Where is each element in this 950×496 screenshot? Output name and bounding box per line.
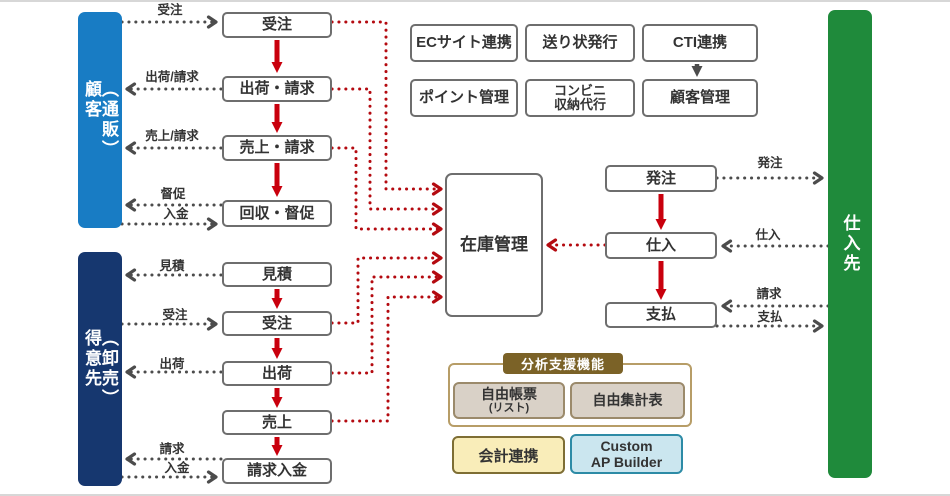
box-purchase-order: 発注 bbox=[605, 165, 717, 192]
box-ec-site-link: ECサイト連携 bbox=[410, 24, 518, 62]
box-inventory-management: 在庫管理 bbox=[445, 173, 543, 317]
mail-order-customer-bar: （通販） 顧客 bbox=[78, 12, 122, 228]
box-shipping: 出荷 bbox=[222, 361, 332, 386]
box-free-report: 自由帳票 (リスト) bbox=[453, 382, 565, 419]
box-purchase: 仕入 bbox=[605, 232, 717, 259]
box-sales-billing: 売上・請求 bbox=[222, 135, 332, 161]
box-order-received-oroshi: 受注 bbox=[222, 311, 332, 336]
edge-label-estimate: 見積 bbox=[159, 259, 185, 273]
top-rule bbox=[0, 0, 950, 2]
bottom-rule bbox=[0, 494, 950, 496]
custom-ap-line2: AP Builder bbox=[590, 454, 663, 470]
box-customer-management: 顧客管理 bbox=[642, 79, 758, 117]
box-custom-ap-builder: Custom AP Builder bbox=[570, 434, 683, 474]
edge-label-payment: 支払 bbox=[757, 310, 783, 324]
box-accounting-link: 会計連携 bbox=[452, 436, 565, 474]
edge-label-order-top: 受注 bbox=[157, 3, 183, 17]
box-point-management: ポイント管理 bbox=[410, 79, 518, 117]
box-cti-link: CTI連携 bbox=[642, 24, 758, 62]
edge-label-ship: 出荷 bbox=[159, 357, 185, 371]
box-collection-dunning: 回収・督促 bbox=[222, 200, 332, 227]
box-payment: 支払 bbox=[605, 302, 717, 328]
box-sales: 売上 bbox=[222, 410, 332, 435]
analysis-support-title: 分析支援機能 bbox=[503, 353, 623, 374]
box-free-summary-table: 自由集計表 bbox=[570, 382, 685, 419]
free-report-line2: (リスト) bbox=[488, 402, 530, 415]
free-report-line1: 自由帳票 bbox=[481, 385, 537, 402]
box-invoice-issue: 送り状発行 bbox=[525, 24, 635, 62]
custom-ap-line1: Custom bbox=[600, 437, 653, 454]
edge-label-order-bottom: 受注 bbox=[162, 308, 188, 322]
wholesale-client-bar: （卸売） 得意先 bbox=[78, 252, 122, 486]
edge-label-po: 発注 bbox=[757, 156, 783, 170]
edge-label-deposit-bottom: 入金 bbox=[164, 461, 190, 475]
convenience-line1: コンビニ bbox=[553, 83, 606, 99]
box-order-received-tsuhan: 受注 bbox=[222, 12, 332, 38]
edge-label-sales-bill: 売上/請求 bbox=[145, 129, 199, 143]
edge-label-deposit-top: 入金 bbox=[163, 207, 189, 221]
box-billing-deposit: 請求入金 bbox=[222, 458, 332, 484]
box-estimate: 見積 bbox=[222, 262, 332, 287]
edge-label-bill: 請求 bbox=[159, 442, 185, 456]
edge-label-purchase: 仕入 bbox=[755, 228, 781, 242]
edge-label-ship-bill: 出荷/請求 bbox=[145, 70, 199, 84]
box-convenience-collection: コンビニ 収納代行 bbox=[525, 79, 635, 117]
supplier-bar: 仕入先 bbox=[828, 10, 872, 478]
edge-label-dunning: 督促 bbox=[160, 187, 186, 201]
box-shipping-billing: 出荷・請求 bbox=[222, 76, 332, 102]
convenience-line2: 収納代行 bbox=[553, 97, 606, 112]
edge-label-invoice: 請求 bbox=[756, 287, 782, 301]
